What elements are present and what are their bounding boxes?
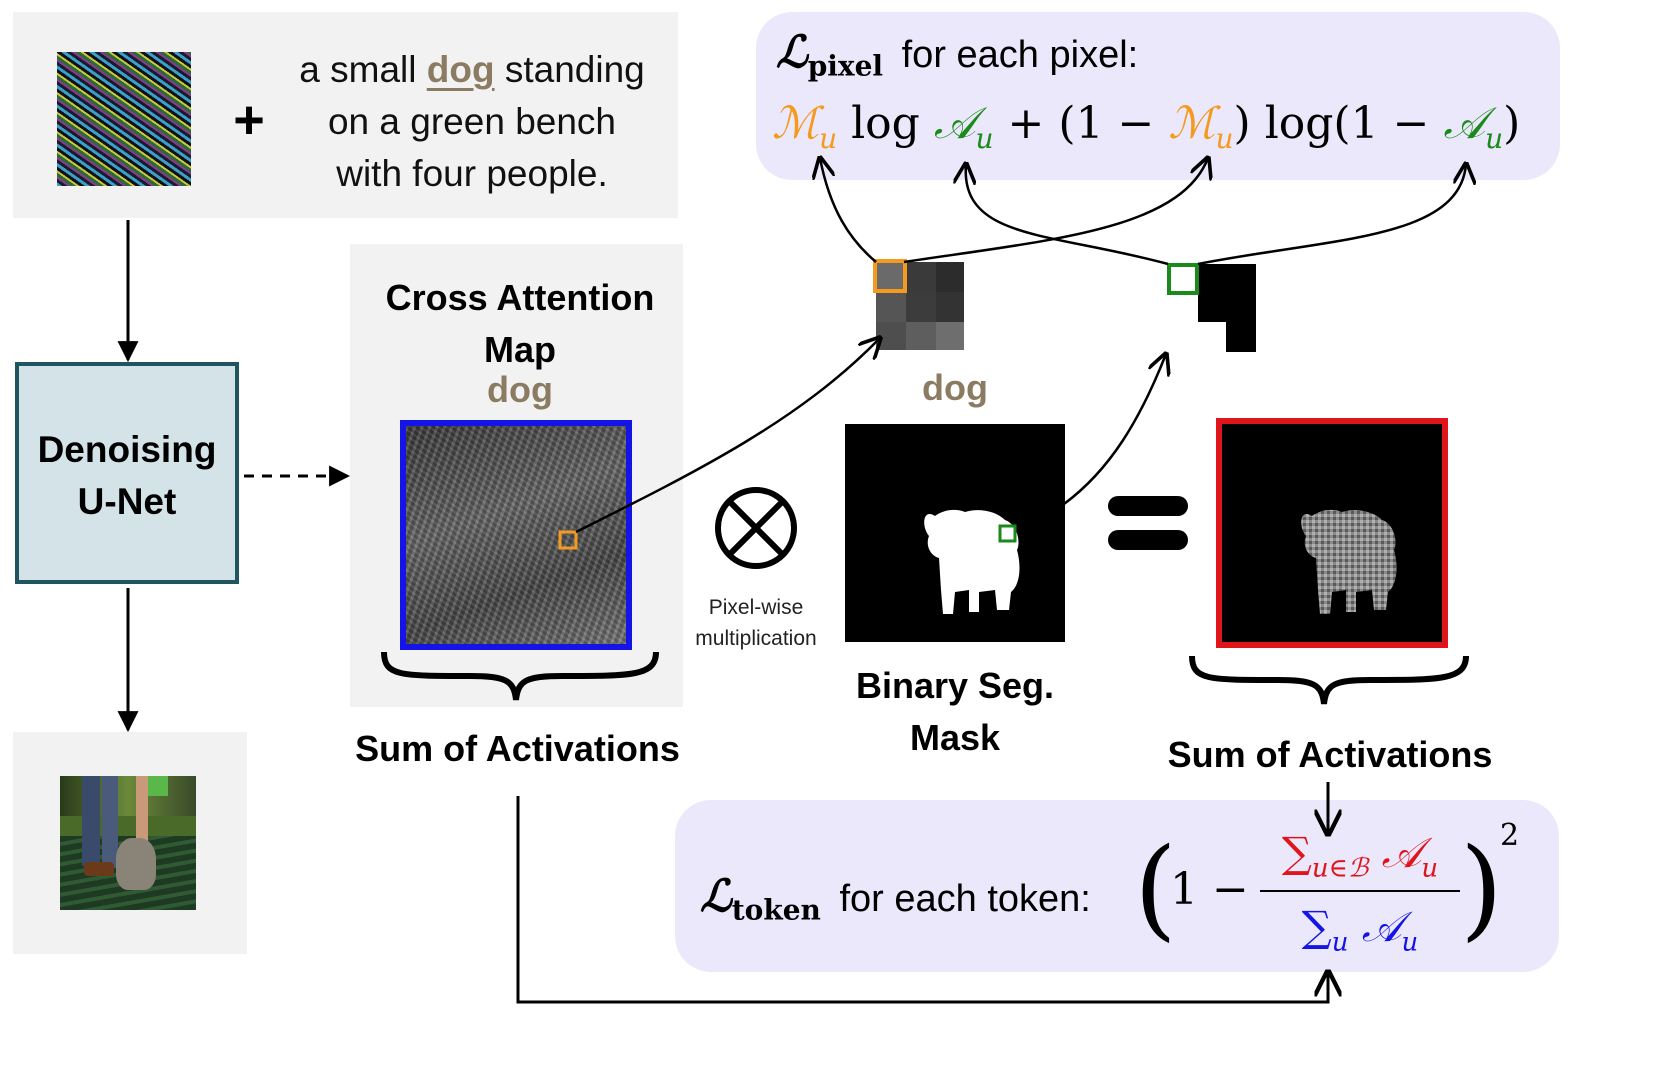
- binary-seg-mask-label: Binary Seg. Mask: [830, 660, 1080, 764]
- multiply-icon: [714, 486, 798, 570]
- noise-image: [57, 52, 191, 186]
- token-loss-text: for each token:: [839, 878, 1091, 920]
- pixel-loss-symbol: ℒ: [776, 27, 808, 78]
- prompt-token-dog: dog: [426, 49, 495, 90]
- attention-patch-highlight: [873, 259, 907, 293]
- pixel-loss-caption: ℒpixel for each pixel:: [776, 28, 1138, 92]
- prompt-line-2: on a green bench: [327, 101, 616, 142]
- attention-patch: [873, 259, 964, 350]
- sum-of-activations-right: Sum of Activations: [1167, 734, 1493, 775]
- arrow-mask-to-patch: [1063, 354, 1166, 506]
- mask-patch-highlight: [1167, 263, 1199, 295]
- dog-silhouette: [924, 509, 1020, 614]
- token-loss-subscript: token: [731, 893, 821, 927]
- multiply-label-line-2: multiplication: [695, 627, 817, 650]
- pixel-loss-subscript: pixel: [807, 49, 884, 83]
- pixel-loss-text: for each pixel:: [901, 34, 1139, 76]
- plus-sign: +: [233, 90, 265, 150]
- mask-label-line-1: Binary Seg.: [855, 665, 1055, 706]
- cross-attention-map: [400, 420, 632, 650]
- unet-box: Denoising U-Net: [15, 362, 239, 584]
- token-loss-symbol: ℒ: [700, 871, 732, 922]
- token-loss-exponent: 2: [1500, 818, 1520, 853]
- multiply-label: Pixel-wise multiplication: [680, 592, 832, 654]
- cross-attention-title-line-2: Map: [484, 329, 556, 370]
- token-loss-caption: ℒtoken for each token:: [700, 872, 1091, 936]
- masked-attention-map: [1216, 418, 1448, 648]
- token-loss-numerator: ∑u∈ℬ 𝒜u: [1281, 828, 1439, 884]
- cross-attention-title-line-1: Cross Attention: [385, 277, 655, 318]
- prompt-line-3: with four people.: [336, 153, 608, 194]
- brace-right: [1189, 655, 1469, 705]
- mask-token: dog: [922, 367, 988, 408]
- equals-sign-top: [1108, 496, 1188, 516]
- unet-label-line-2: U-Net: [77, 481, 177, 522]
- equals-sign-bottom: [1108, 530, 1188, 550]
- pixel-loss-box: [756, 12, 1560, 180]
- binary-seg-mask: [845, 424, 1065, 642]
- prompt-line-1: a small dog standing: [299, 49, 645, 90]
- cross-attention-token: dog: [487, 369, 553, 410]
- pixel-loss-formula: ℳu log 𝒜u + (1 − ℳu) log(1 − 𝒜u): [772, 98, 1521, 155]
- token-loss-fraction-bar: [1260, 890, 1460, 892]
- mask-label-line-2: Mask: [909, 717, 1001, 758]
- sum-of-activations-left: Sum of Activations: [355, 728, 680, 769]
- multiply-label-line-1: Pixel-wise: [708, 596, 804, 619]
- token-loss-one-minus: 1 −: [1170, 864, 1249, 915]
- prompt-text: a small dog standing on a green bench wi…: [282, 44, 662, 200]
- generated-image: [60, 776, 196, 910]
- token-loss-denominator: ∑u 𝒜u: [1301, 902, 1419, 958]
- unet-label-line-1: Denoising: [37, 429, 217, 470]
- token-loss-paren-close: ): [1460, 824, 1503, 952]
- masked-dog: [1301, 509, 1397, 614]
- mask-patch: [1167, 263, 1256, 352]
- cross-attention-title: Cross Attention Map: [350, 272, 690, 376]
